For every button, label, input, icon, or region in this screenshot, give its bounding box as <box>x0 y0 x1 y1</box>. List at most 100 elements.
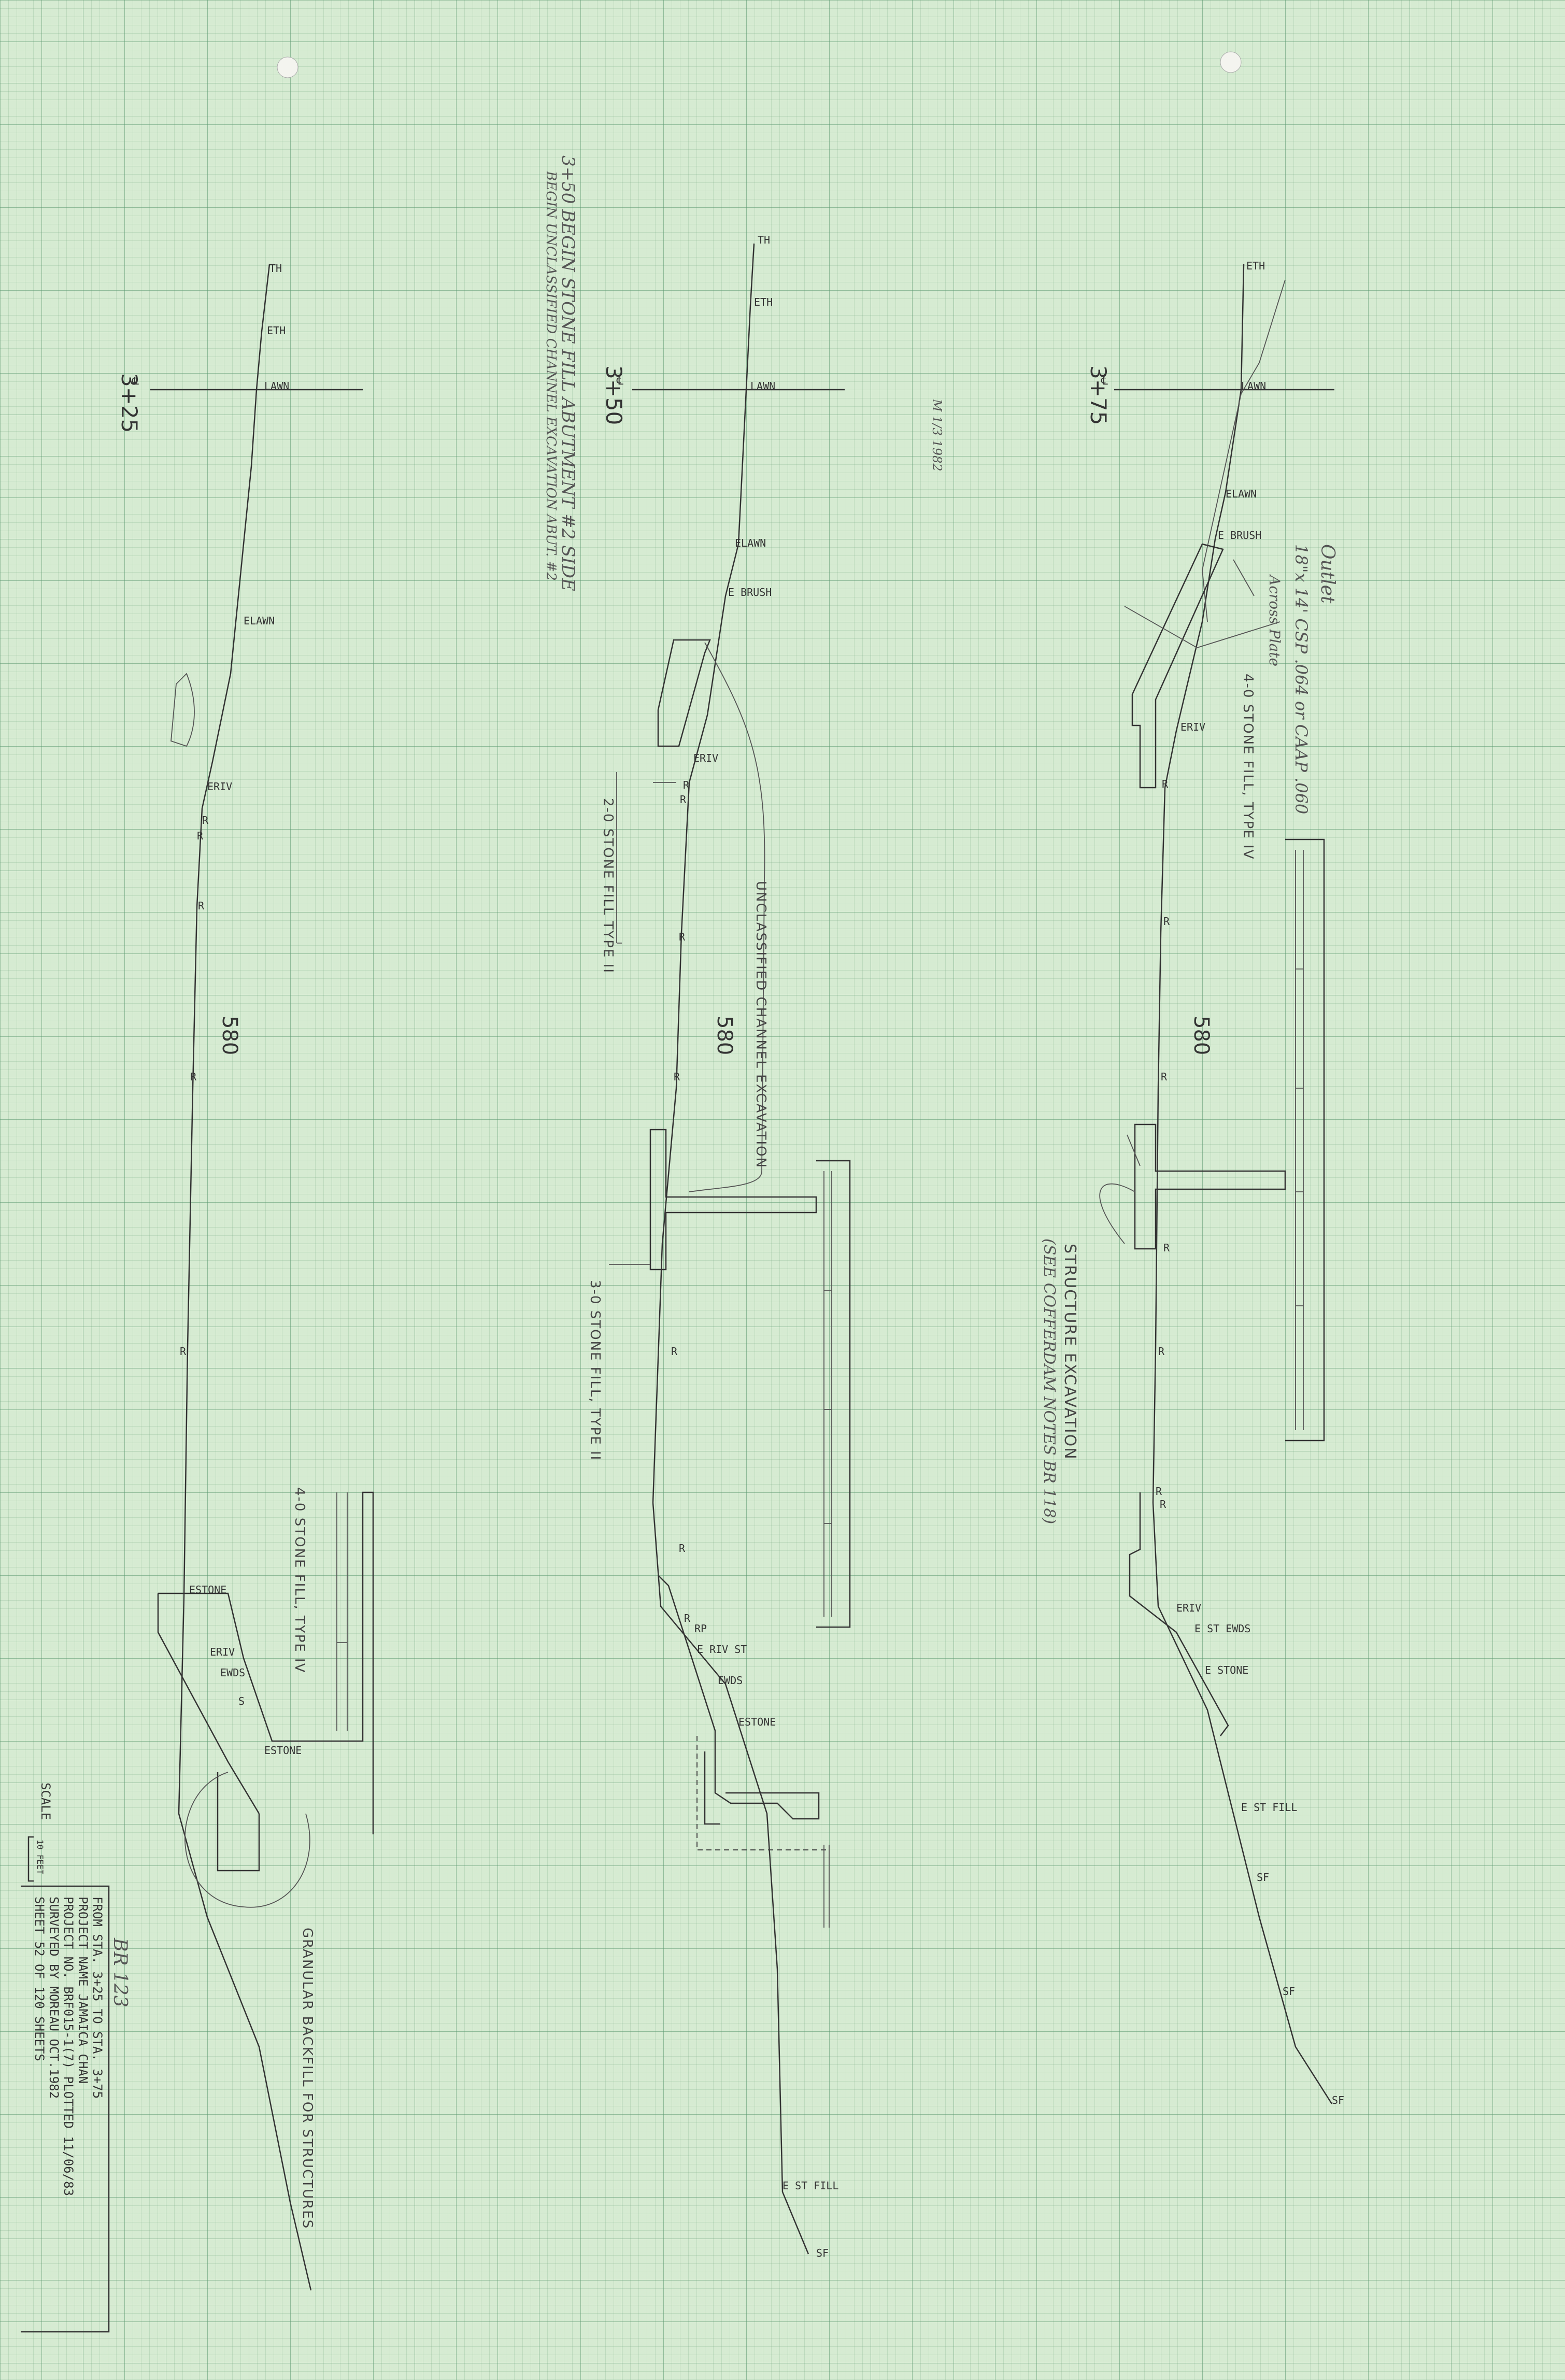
wall-panels-3-50 <box>823 1171 832 1617</box>
stratum-elawn-3-25: ELAWN <box>244 615 275 627</box>
elevation-label-3-75: 580 <box>1189 1016 1213 1055</box>
note-stone-fill-3-75: 4-0 STONE FILL, TYPE IV <box>1240 674 1256 860</box>
stratum-r5-3-50: R <box>671 1345 678 1358</box>
pier-cap-3-75 <box>1134 1123 1286 1250</box>
handwritten-note-2-3-50: BEGIN UNCLASSIFIED CHANNEL EXCAVATION AB… <box>543 170 559 581</box>
stratum-r5-3-25: R <box>180 1345 187 1358</box>
section-3-25: 3+25 ℄ 580 TH ETH LAWN ELAWN ERIV R R R … <box>117 262 374 2291</box>
stratum-r4-3-50: R <box>674 1071 680 1083</box>
stratum-r7-3-75: R <box>1160 1498 1166 1510</box>
title-line-4: SURVEYED BY MOREAU OCT.1982 <box>47 1897 61 2099</box>
stratum-estone-3-50: ESTONE <box>738 1716 776 1728</box>
stratum-sf3-3-75: SF <box>1332 2094 1344 2106</box>
stratum-r5-3-75: R <box>1158 1345 1165 1358</box>
scale-bar: SCALE 10 FEET <box>27 1783 53 1882</box>
stratum-r1-3-50: R <box>683 779 690 791</box>
stratum-rp-3-50: RP <box>694 1622 707 1635</box>
ground-line-3-50 <box>652 243 809 2255</box>
stratum-r4-3-25: R <box>190 1071 197 1083</box>
ground-line-3-75 <box>1152 264 1333 2104</box>
stratum-estone2-3-25: ESTONE <box>264 1744 302 1757</box>
excavation-outline-3-75 <box>1099 1134 1141 1244</box>
stone-fill-wedge-3-75 <box>1131 543 1224 789</box>
stratum-lawn-3-25: LAWN <box>264 380 289 392</box>
granular-backfill-outline-3-25 <box>184 1772 310 1908</box>
stratum-sf-3-50: SF <box>816 2247 829 2259</box>
scale-label: SCALE <box>38 1783 53 1820</box>
abutment-structure-3-50 <box>658 1575 820 1820</box>
stratum-estone-3-25: ESTONE <box>189 1584 226 1596</box>
stratum-r3-3-25: R <box>198 900 205 912</box>
note-cofferdam-3-75: (SEE COFFERDAM NOTES BR 118) <box>1040 1238 1058 1524</box>
excavation-outline-3-50 <box>689 642 765 1192</box>
abutment-structure-3-25 <box>157 1491 374 1834</box>
note-structure-excavation-3-75: STRUCTURE EXCAVATION <box>1061 1244 1079 1460</box>
stratum-eriv2-3-25: ERIV <box>210 1646 235 1658</box>
centerline-mark-icon: ℄ <box>616 375 623 387</box>
stratum-ebrush-3-75: E BRUSH <box>1218 529 1261 541</box>
upper-slope-3-75 <box>1202 279 1286 622</box>
erased-sketch-3-25 <box>170 673 195 747</box>
scale-bar-mark <box>27 1836 34 1882</box>
outlet-note-pipe-3-75: 18"x 14' CSP .064 or CAAP .060 <box>1291 544 1311 814</box>
stratum-eriv-3-75: ERIV <box>1180 721 1205 733</box>
stratum-r2-3-75: R <box>1163 915 1170 928</box>
section-3-50: 3+50 ℄ 580 TH ETH LAWN ELAWN E BRUSH ERI… <box>543 155 944 2259</box>
handwritten-note-3-50: 3+50 BEGIN STONE FILL ABUTMENT #2 SIDE <box>558 155 578 591</box>
stratum-est-fill-3-50: E ST FILL <box>782 2179 838 2192</box>
centerline-mark-icon: ℄ <box>1101 375 1108 387</box>
punch-hole-right-icon <box>1220 51 1242 73</box>
stratum-r2-3-50: R <box>680 793 687 806</box>
stratum-elawn-3-75: ELAWN <box>1226 488 1257 500</box>
title-line-5: SHEET 52 OF 120 SHEETS <box>32 1897 47 2061</box>
footing-3-25 <box>217 1772 260 1872</box>
stratum-eth-3-50: ETH <box>754 296 773 308</box>
scale-value: 10 FEET <box>35 1840 45 1875</box>
title-line-3: PROJECT NO. BRF015-1(7) PLOTTED 11/06/83 <box>61 1897 76 2196</box>
stratum-eriv2-3-75: ERIV <box>1176 1602 1201 1614</box>
stratum-eriv-st-3-50: E RIV ST <box>697 1643 747 1656</box>
abutment-structure-3-75 <box>1129 1492 1229 1736</box>
stratum-eth-3-75: ETH <box>1246 260 1265 272</box>
ground-line-3-25 <box>178 264 312 2291</box>
wingwall-3-25 <box>336 1492 348 1731</box>
wall-panels-3-75 <box>1295 850 1304 1430</box>
note-2-0-stone-fill-3-50: 2-0 STONE FILL TYPE II <box>600 798 616 974</box>
stratum-s-3-25: S <box>238 1695 245 1707</box>
piles-3-50 <box>823 1845 830 1928</box>
stratum-th-3-25: TH <box>269 262 282 275</box>
title-line-1: FROM STA. 3+25 TO STA. 3+75 <box>90 1897 105 2099</box>
stratum-ebrush-3-50: E BRUSH <box>728 586 772 598</box>
note-3-0-stone-fill-3-50: 3-0 STONE FILL, TYPE II <box>587 1280 603 1461</box>
centerline-mark-icon: ℄ <box>132 375 139 387</box>
stratum-ewds-3-50: EWDS <box>718 1674 743 1687</box>
stratum-r3-3-50: R <box>679 931 686 943</box>
title-block-border <box>21 1885 110 2333</box>
section-3-75: 3+75 ℄ 580 ETH LAWN ELAWN E BRUSH ERIV R… <box>1040 260 1344 2106</box>
stratum-lawn-3-75: LAWN <box>1241 380 1266 392</box>
stratum-est-fill-3-75: E ST FILL <box>1241 1801 1297 1814</box>
stratum-r6-3-75: R <box>1156 1485 1162 1498</box>
footing-3-50 <box>704 1751 720 1825</box>
stratum-lawn-3-50: LAWN <box>750 380 775 392</box>
stratum-r2-3-25: R <box>197 830 204 842</box>
stratum-estone-3-75: E STONE <box>1205 1664 1248 1676</box>
excavation-limit-3-50 <box>696 1736 829 1850</box>
title-line-2: PROJECT NAME JAMAICA CHAN <box>76 1897 90 2084</box>
stratum-r1-3-75: R <box>1162 778 1169 790</box>
leader-2-0-fill-3-50 <box>616 772 622 944</box>
note-stone-fill-3-25: 4-0 STONE FILL, TYPE IV <box>292 1487 307 1673</box>
stratum-r1-3-25: R <box>202 814 209 826</box>
station-3-25: 3+25 <box>117 373 142 433</box>
title-block: BR 123 FROM STA. 3+25 TO STA. 3+75 PROJE… <box>21 1885 131 2333</box>
stratum-est-ewds-3-75: E ST EWDS <box>1194 1622 1250 1635</box>
pier-cap-3-50 <box>649 1129 817 1271</box>
stratum-eth-3-25: ETH <box>267 324 286 337</box>
elevation-label-3-25: 580 <box>218 1016 241 1055</box>
bridge-number: BR 123 <box>109 1937 131 2007</box>
stratum-elawn-3-50: ELAWN <box>735 537 766 549</box>
outlet-leaders-3-75 <box>1124 559 1281 648</box>
stratum-th-3-50: TH <box>758 234 770 246</box>
